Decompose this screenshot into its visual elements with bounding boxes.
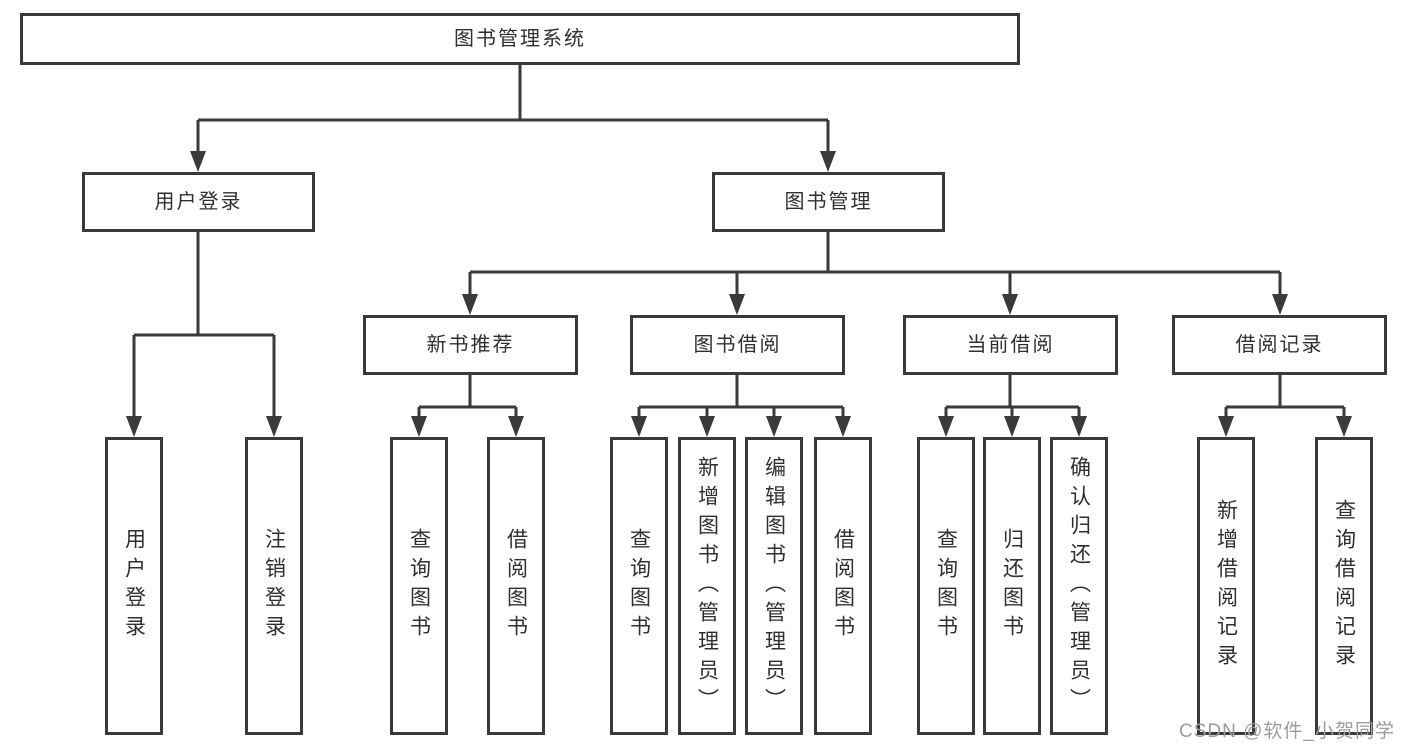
node-borrow-record: 借阅记录 bbox=[1172, 315, 1387, 375]
leaf-user-login: 用户登录 bbox=[105, 437, 163, 735]
leaf-query-books-recommend: 查询图书 bbox=[390, 437, 448, 735]
node-new-book-recommend: 新书推荐 bbox=[363, 315, 578, 375]
node-label: 用户登录 bbox=[122, 528, 146, 644]
node-label: 新书推荐 bbox=[426, 334, 515, 356]
node-current-borrow: 当前借阅 bbox=[903, 315, 1118, 375]
node-label: 图书管理系统 bbox=[454, 28, 586, 50]
csdn-watermark: CSDN @软件_小贺同学 bbox=[1179, 721, 1395, 742]
leaf-add-borrow-record: 新增借阅记录 bbox=[1197, 437, 1255, 735]
node-label: 归还图书 bbox=[1000, 528, 1024, 644]
leaf-query-books-current: 查询图书 bbox=[917, 437, 975, 735]
leaf-borrow-books-recommend: 借阅图书 bbox=[487, 437, 545, 735]
leaf-edit-books-admin: 编辑图书（管理员） bbox=[745, 437, 803, 735]
node-label: 查询图书 bbox=[627, 528, 651, 644]
node-label: 新增图书（管理员） bbox=[695, 455, 719, 717]
leaf-borrow-books: 借阅图书 bbox=[814, 437, 872, 735]
node-label: 新增借阅记录 bbox=[1214, 499, 1238, 673]
node-label: 编辑图书（管理员） bbox=[762, 455, 786, 717]
leaf-query-borrow-record: 查询借阅记录 bbox=[1315, 437, 1373, 735]
node-label: 图书借阅 bbox=[693, 334, 782, 356]
connector-new-book-children bbox=[417, 375, 518, 420]
node-label: 图书管理 bbox=[784, 191, 873, 213]
node-label: 注销登录 bbox=[262, 528, 286, 644]
connector-root-to-level2 bbox=[196, 65, 830, 155]
leaf-confirm-return-admin: 确认归还（管理员） bbox=[1050, 437, 1108, 735]
node-book-borrow: 图书借阅 bbox=[630, 315, 845, 375]
connector-borrow-record-children bbox=[1224, 375, 1346, 420]
node-label: 确认归还（管理员） bbox=[1067, 455, 1091, 717]
node-book-management: 图书管理 bbox=[712, 172, 945, 232]
node-label: 借阅记录 bbox=[1235, 334, 1324, 356]
leaf-add-books-admin: 新增图书（管理员） bbox=[678, 437, 736, 735]
leaf-return-books: 归还图书 bbox=[983, 437, 1041, 735]
node-label: 借阅图书 bbox=[504, 528, 528, 644]
node-label: 查询借阅记录 bbox=[1332, 499, 1356, 673]
leaf-query-books-borrow: 查询图书 bbox=[610, 437, 668, 735]
node-user-login: 用户登录 bbox=[82, 172, 315, 232]
connector-book-borrow-children bbox=[637, 375, 845, 420]
node-label: 查询图书 bbox=[934, 528, 958, 644]
node-label: 用户登录 bbox=[154, 191, 243, 213]
connector-book-management-children bbox=[468, 232, 1282, 298]
node-label: 当前借阅 bbox=[966, 334, 1055, 356]
node-book-management-system: 图书管理系统 bbox=[20, 13, 1020, 65]
connector-user-login-children bbox=[132, 232, 276, 420]
arrowheads bbox=[126, 151, 1352, 437]
node-label: 借阅图书 bbox=[831, 528, 855, 644]
node-label: 查询图书 bbox=[407, 528, 431, 644]
connector-current-borrow-children bbox=[944, 375, 1081, 420]
leaf-logout: 注销登录 bbox=[245, 437, 303, 735]
